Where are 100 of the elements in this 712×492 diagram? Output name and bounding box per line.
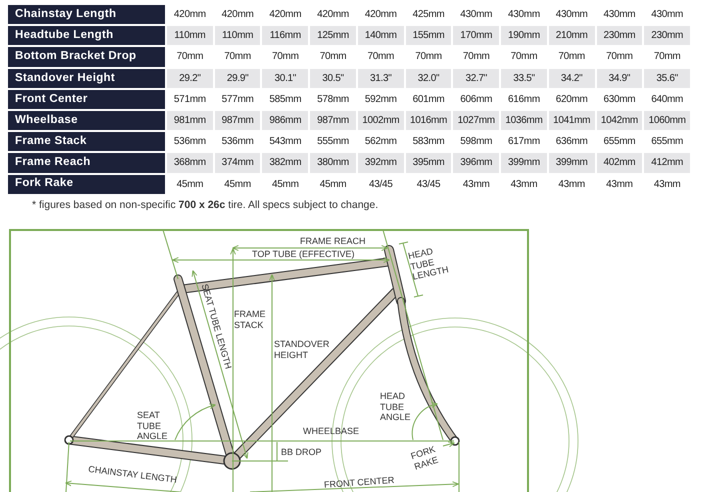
table-cell: 110mm <box>167 26 213 46</box>
table-cell-text: 655mm <box>602 135 636 150</box>
table-cell-text: 45mm <box>318 178 348 192</box>
table-cell-text: 592mm <box>364 92 398 107</box>
table-cell-text: 430mm <box>602 8 636 22</box>
table-cell-text: 555mm <box>316 135 350 150</box>
table-cell-text: 536mm <box>220 135 255 150</box>
table-cell-text: 43/45 <box>416 178 442 192</box>
table-cell: 395mm <box>406 153 452 172</box>
table-cell-text: 571mm <box>172 92 207 107</box>
table-cell: 190mm <box>501 26 547 46</box>
table-cell: 32.0" <box>406 68 452 88</box>
table-cell: 1060mm <box>644 110 690 130</box>
table-cell: 210mm <box>548 26 595 46</box>
dimension-label: FRAME STACK <box>234 309 266 330</box>
table-cell-text: 70mm <box>223 50 252 64</box>
table-cell: 29.2" <box>167 68 213 88</box>
table-cell-text: 43/45 <box>368 178 394 192</box>
table-cell-text: 616mm <box>507 92 541 107</box>
table-cell: 155mm <box>406 26 452 46</box>
table-cell-text: 70mm <box>462 50 491 64</box>
table-cell-text: 636mm <box>554 135 589 150</box>
table-cell-text: 70mm <box>414 50 443 64</box>
row-header: Standover Height <box>8 68 165 88</box>
dimension-label: WHEELBASE <box>303 426 360 436</box>
table-cell-text: 655mm <box>650 135 684 150</box>
table-cell-text: 640mm <box>650 92 684 107</box>
table-cell-text: 43mm <box>605 178 634 192</box>
table-cell: 110mm <box>214 26 260 46</box>
table-cell-text: 43mm <box>510 178 538 192</box>
dimension-label: HEAD TUBE ANGLE <box>380 391 412 422</box>
table-cell: 30.1" <box>262 68 308 88</box>
row-header: Headtube Length <box>8 26 165 46</box>
row-header: Wheelbase <box>8 110 165 130</box>
table-cell-text: 70mm <box>318 50 348 64</box>
table-cell-text: 630mm <box>602 92 636 107</box>
table-cell-text: 70mm <box>605 50 634 64</box>
table-cell-text: 617mm <box>507 135 541 150</box>
dimension-label: STANDOVER HEIGHT <box>274 339 330 360</box>
table-cell: 34.2" <box>548 68 595 88</box>
table-cell: 33.5" <box>501 68 547 88</box>
table-cell: 140mm <box>358 26 404 46</box>
table-cell: 170mm <box>453 26 500 46</box>
table-cell-text: 430mm <box>650 8 684 22</box>
table-cell-text: 578mm <box>316 92 350 107</box>
table-cell-text: 577mm <box>220 92 255 107</box>
table-cell: 987mm <box>214 110 260 130</box>
row-header: Chainstay Length <box>8 5 165 24</box>
table-cell-text: 562mm <box>364 135 398 150</box>
table-cell-text: 70mm <box>652 50 682 64</box>
table-cell-text: 45mm <box>271 178 300 192</box>
table-cell: 374mm <box>214 153 260 172</box>
table-cell-text: 43mm <box>557 178 586 192</box>
table-cell-text: 601mm <box>412 92 446 107</box>
table-cell: 230mm <box>644 26 690 46</box>
table-cell: 34.9" <box>596 68 642 88</box>
table-cell-text: 430mm <box>507 8 541 22</box>
dimension-label: CHAINSTAY LENGTH <box>88 464 178 487</box>
table-cell-text: 583mm <box>412 135 446 150</box>
table-cell-text: 45mm <box>223 178 252 192</box>
table-cell: 125mm <box>310 26 356 46</box>
table-cell-text: 420mm <box>172 8 207 22</box>
table-cell: 1016mm <box>406 110 452 130</box>
dimension-label: FORK RAKE <box>410 443 440 472</box>
table-cell: 368mm <box>167 153 213 172</box>
table-cell: 32.7" <box>453 68 500 88</box>
table-cell-text: 585mm <box>268 92 302 107</box>
table-cell: 35.6" <box>644 68 690 88</box>
table-cell-text: 543mm <box>268 135 302 150</box>
table-cell-text: 430mm <box>554 8 589 22</box>
dimension-label: SEAT TUBE ANGLE <box>137 410 169 442</box>
table-cell: 412mm <box>644 153 690 172</box>
footnote: * figures based on non-specific 700 x 26c tire. All specs subject to change. <box>32 198 378 213</box>
table-cell-text: 606mm <box>459 92 494 107</box>
table-cell: 396mm <box>453 153 500 172</box>
table-cell: 399mm <box>501 153 547 172</box>
table-cell-text: 420mm <box>316 8 350 22</box>
table-cell: 382mm <box>262 153 308 172</box>
table-cell-text: 45mm <box>176 178 204 192</box>
table-cell-text: 430mm <box>459 8 494 22</box>
row-header: Frame Reach <box>8 153 165 172</box>
table-cell: 1041mm <box>548 110 595 130</box>
table-cell: 1036mm <box>501 110 547 130</box>
table-cell-text: 425mm <box>412 8 446 22</box>
table-cell: 987mm <box>310 110 356 130</box>
table-cell: 380mm <box>310 153 356 172</box>
table-cell-text: 70mm <box>271 50 300 64</box>
table-cell-text: 70mm <box>510 50 538 64</box>
table-cell: 30.5" <box>310 68 356 88</box>
dimension-label: FRAME REACH <box>300 236 367 246</box>
table-cell-text: 70mm <box>557 50 586 64</box>
table-cell: 116mm <box>262 26 308 46</box>
row-header: Fork Rake <box>8 174 165 194</box>
table-cell: 29.9" <box>214 68 260 88</box>
row-header: Frame Stack <box>8 132 165 152</box>
table-cell: 1002mm <box>358 110 404 130</box>
table-cell: 981mm <box>167 110 213 130</box>
row-header: Bottom Bracket Drop <box>8 47 165 67</box>
table-cell: 31.3" <box>358 68 404 88</box>
table-cell-text: 620mm <box>554 92 589 107</box>
